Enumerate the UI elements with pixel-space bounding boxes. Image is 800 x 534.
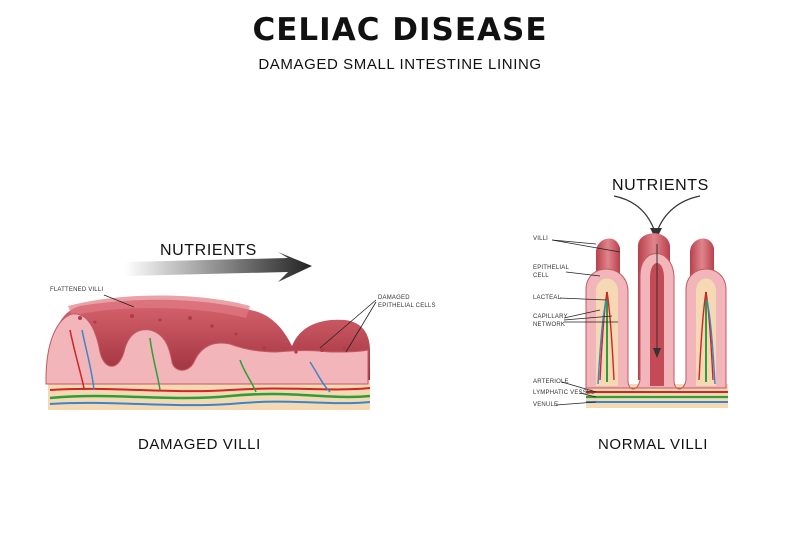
label-flattened-villi: FLATTENED VILLI — [50, 287, 104, 293]
normal-villi-tissue — [585, 233, 728, 408]
label-epithelial-2: CELL — [533, 273, 549, 279]
label-venule: VENULE — [533, 402, 559, 408]
caption-damaged-villi: DAMAGED VILLI — [138, 436, 261, 453]
label-damaged-cells-2: EPITHELIAL CELLS — [378, 303, 436, 309]
nutrients-label-damaged: NUTRIENTS — [160, 242, 257, 259]
label-capillary-1: CAPILLARY — [533, 314, 568, 320]
caption-normal-villi: NORMAL VILLI — [598, 436, 709, 453]
label-damaged-cells-1: DAMAGED — [378, 295, 410, 301]
nutrients-label-normal: NUTRIENTS — [612, 177, 709, 194]
nutrients-arrows-normal — [613, 195, 701, 240]
label-capillary-2: NETWORK — [533, 322, 566, 328]
damaged-villi-tissue — [45, 295, 371, 410]
label-lymphatic-vessel: LYMPHATIC VESSEL — [533, 390, 595, 396]
leaders-normal — [551, 239, 621, 406]
label-arteriole: ARTERIOLE — [533, 379, 569, 385]
label-villi: VILLI — [533, 236, 549, 242]
page-title: CELIAC DISEASE — [252, 12, 548, 48]
label-lacteal: LACTEAL — [533, 295, 562, 301]
label-epithelial-1: EPITHELIAL — [533, 265, 570, 271]
leaders-damaged — [103, 294, 377, 353]
page-subtitle: DAMAGED SMALL INTESTINE LINING — [258, 56, 542, 73]
nutrients-arrow-damaged — [125, 252, 312, 282]
